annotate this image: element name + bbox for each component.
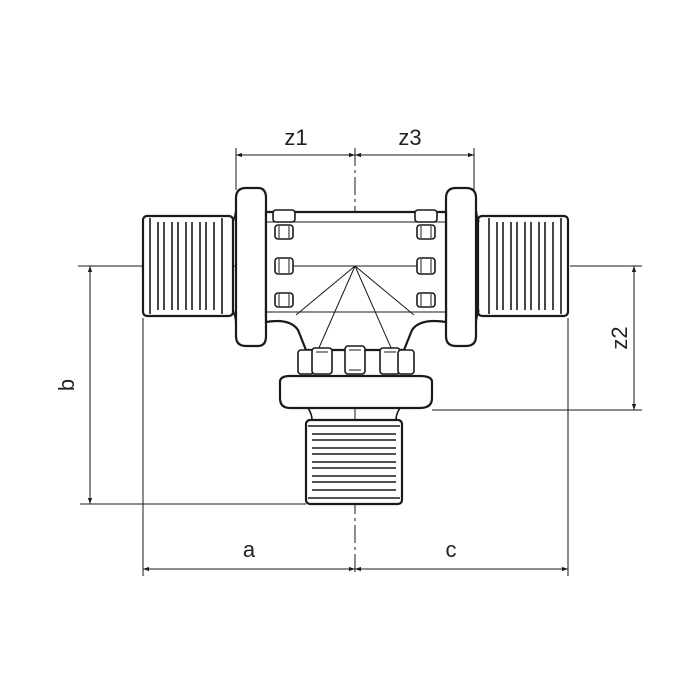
dimension-labels: z1 z3 a c b z2 (54, 125, 632, 562)
bottom-flange (278, 374, 434, 410)
right-flange (444, 186, 478, 348)
left-clip-windows (272, 209, 296, 308)
bottom-clip-windows (297, 345, 415, 375)
left-sleeve (141, 214, 235, 318)
right-clip-windows (414, 209, 438, 308)
left-flange (234, 186, 268, 348)
dimension-lines (80, 148, 642, 576)
label-z2: z2 (607, 326, 632, 349)
bottom-sleeve (304, 418, 404, 506)
flow-rays (286, 265, 425, 351)
label-c: c (446, 537, 457, 562)
right-sleeve (476, 214, 570, 318)
label-z3: z3 (398, 125, 421, 150)
tee-fitting-body (141, 186, 570, 506)
label-a: a (243, 537, 256, 562)
label-z1: z1 (284, 125, 307, 150)
label-b: b (54, 379, 79, 391)
